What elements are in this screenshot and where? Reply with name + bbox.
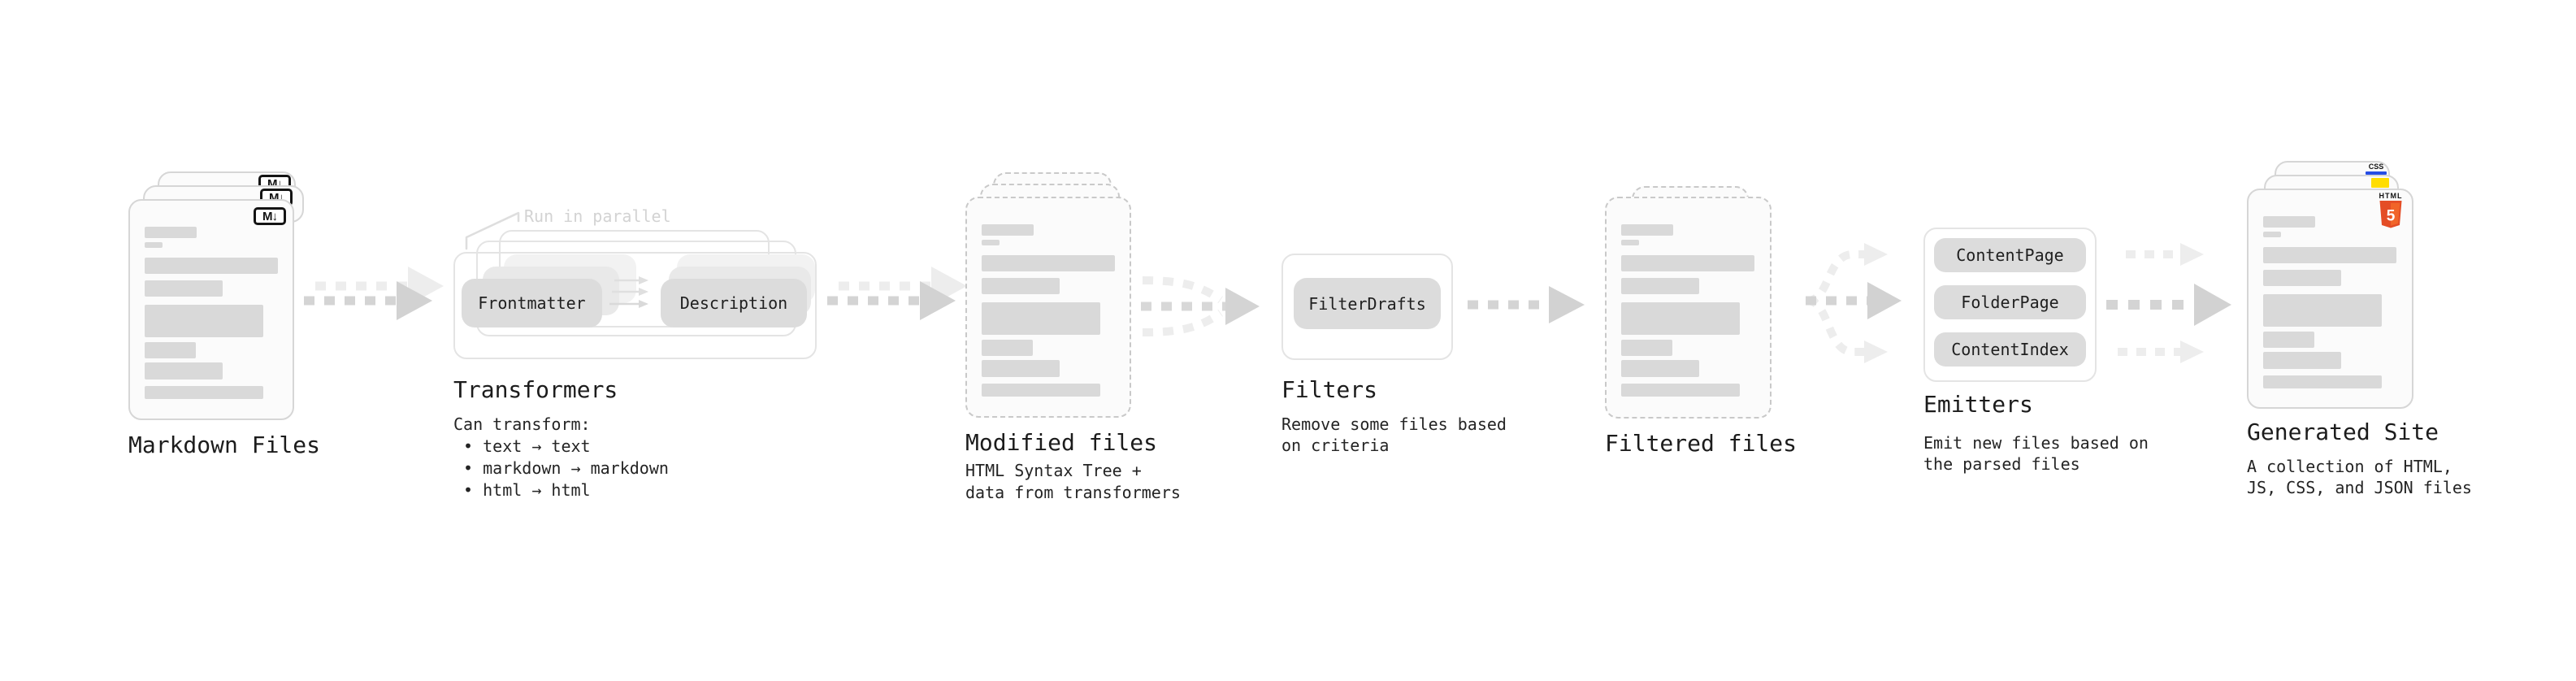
generated-site-details: A collection of HTML, JS, CSS, and JSON …	[2247, 457, 2472, 497]
skeleton-bar	[1621, 255, 1754, 271]
skeleton-bar	[982, 240, 1000, 245]
stage-label-modified-files: Modified files	[965, 429, 1158, 456]
js-file-icon	[2371, 178, 2389, 188]
arrow-emitters-to-generated	[2106, 243, 2231, 363]
html5-icon: HTML 5	[2378, 192, 2404, 228]
skeleton-bar	[1621, 384, 1740, 397]
file-card-front	[965, 197, 1131, 418]
svg-text:5: 5	[2387, 208, 2396, 225]
skeleton-bar	[1621, 302, 1740, 335]
skeleton-bar	[2263, 270, 2341, 286]
arrow-markdown-to-transformers	[304, 267, 444, 320]
parallel-mini-arrows	[609, 276, 648, 308]
skeleton-bar	[2263, 332, 2314, 348]
skeleton-bar	[982, 340, 1033, 356]
arrow-transformers-to-modified	[827, 267, 967, 320]
stage-label-transformers: Transformers	[453, 376, 618, 403]
skeleton-bar	[1621, 224, 1673, 236]
skeleton-bar	[982, 384, 1100, 397]
stage-label-markdown-files: Markdown Files	[128, 432, 321, 458]
run-in-parallel-note: Run in parallel	[524, 206, 671, 226]
modified-files-details: HTML Syntax Tree + data from transformer…	[965, 461, 1181, 502]
file-card-front	[128, 199, 294, 420]
transformers-box-front	[453, 252, 817, 359]
callout-line	[465, 211, 520, 250]
skeleton-bar	[982, 224, 1034, 236]
skeleton-bar	[145, 258, 278, 274]
markdown-icon: M↓	[254, 207, 286, 225]
skeleton-bar	[1621, 340, 1672, 356]
contentindex-button[interactable]: ContentIndex	[1934, 332, 2086, 367]
skeleton-bar	[145, 280, 223, 297]
filters-details: Remove some files based on criteria	[1281, 414, 1507, 455]
arrow-modified-to-filters	[1141, 276, 1260, 336]
skeleton-bar	[2263, 216, 2315, 228]
skeleton-bar	[145, 362, 223, 380]
skeleton-bar	[145, 242, 163, 248]
skeleton-bar	[145, 342, 196, 358]
skeleton-bar	[2263, 247, 2396, 263]
stage-label-filtered-files: Filtered files	[1605, 430, 1798, 457]
skeleton-bar	[2263, 232, 2281, 237]
frontmatter-button[interactable]: Frontmatter	[462, 279, 602, 327]
contentpage-button[interactable]: ContentPage	[1934, 238, 2086, 272]
skeleton-bar	[982, 360, 1060, 377]
emitters-details: Emit new files based on the parsed files	[1923, 433, 2149, 474]
folderpage-button[interactable]: FolderPage	[1934, 285, 2086, 319]
skeleton-bar	[982, 255, 1115, 271]
file-card-front	[1605, 197, 1772, 419]
arrow-filters-to-filtered	[1468, 286, 1585, 323]
stage-label-generated-site: Generated Site	[2247, 419, 2439, 445]
transformers-details: Can transform: • text → text • markdown …	[453, 414, 669, 500]
skeleton-bar	[2263, 352, 2341, 369]
html5-shield: 5	[2379, 201, 2402, 228]
skeleton-bar	[982, 302, 1100, 335]
skeleton-bar	[982, 278, 1060, 294]
filters-box	[1281, 254, 1453, 360]
skeleton-bar	[2263, 375, 2382, 388]
stage-label-filters: Filters	[1281, 376, 1378, 403]
skeleton-bar	[145, 386, 263, 399]
skeleton-bar	[1621, 360, 1699, 377]
arrow-filtered-to-emitters	[1806, 243, 1902, 363]
skeleton-bar	[2263, 294, 2382, 327]
emitters-box	[1923, 228, 2097, 382]
description-button[interactable]: Description	[661, 279, 807, 327]
skeleton-bar	[145, 227, 197, 238]
skeleton-bar	[145, 305, 263, 337]
css-file-icon: CSS	[2366, 163, 2387, 175]
stage-label-emitters: Emitters	[1923, 391, 2033, 418]
filterdrafts-button[interactable]: FilterDrafts	[1294, 278, 1441, 329]
skeleton-bar	[1621, 278, 1699, 294]
skeleton-bar	[1621, 240, 1639, 245]
